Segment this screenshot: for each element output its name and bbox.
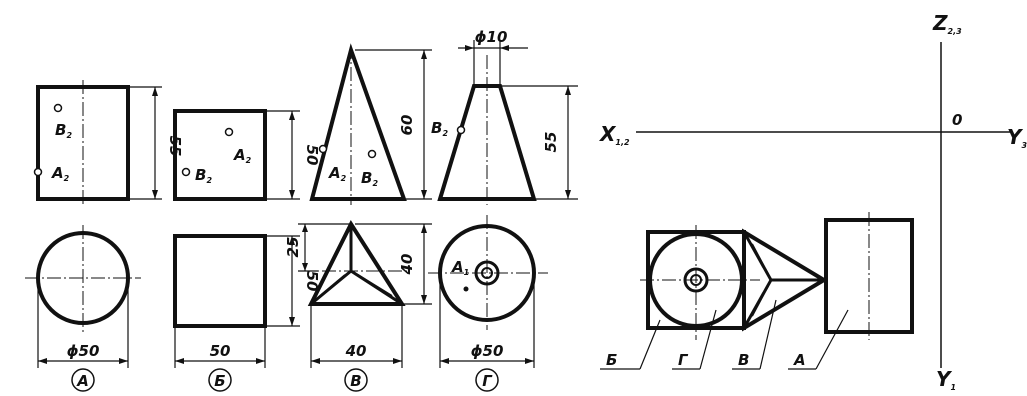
width-dimension-label: 40 bbox=[345, 342, 367, 360]
point-a2-marker bbox=[318, 144, 328, 154]
view-b-cube: А2 В2 50 50 50 Б bbox=[173, 109, 321, 392]
view-g-frustum: ϕ10 В2 55 А1 ϕ50 Г bbox=[428, 28, 578, 392]
point-a2-label: А2 bbox=[51, 164, 70, 183]
point-b2-label: В2 bbox=[55, 121, 72, 140]
point-b2-label: В2 bbox=[361, 169, 378, 188]
pyramid-top-view bbox=[307, 219, 406, 306]
projection-axes: X1,2 Y3 Z2,3 Y1 0 bbox=[598, 11, 1027, 392]
top-dimension-label: 40 bbox=[398, 254, 416, 276]
frustum-front-view bbox=[437, 84, 537, 201]
view-v-pyramid: А2 В2 60 25 40 40 В bbox=[284, 43, 432, 392]
diameter-dimension-label: ϕ50 bbox=[67, 342, 100, 360]
point-b2-label: В2 bbox=[431, 119, 448, 138]
height-dimension-label: 50 bbox=[303, 145, 321, 166]
point-a2-marker bbox=[224, 127, 234, 137]
height-dimension-label: 60 bbox=[398, 115, 416, 136]
top-small-dimension-label: 25 bbox=[284, 237, 302, 258]
point-a1-marker bbox=[463, 286, 469, 292]
assembly-top-view: Б Г В А bbox=[600, 212, 914, 370]
side-dimension-label: 50 bbox=[303, 271, 321, 292]
point-b2-marker bbox=[456, 125, 466, 135]
origin-label: 0 bbox=[952, 111, 962, 129]
point-a2-label: А2 bbox=[328, 164, 347, 183]
view-b-letter: Б bbox=[214, 372, 225, 390]
top-diameter-dimension-label: ϕ10 bbox=[475, 28, 508, 46]
height-dimension-label: 55 bbox=[542, 132, 560, 153]
y3-axis-label: Y3 bbox=[1007, 125, 1027, 150]
point-b2-label: В2 bbox=[195, 166, 212, 185]
z23-axis-label: Z2,3 bbox=[932, 11, 962, 36]
point-a2-marker bbox=[33, 167, 43, 177]
cube-front-view bbox=[173, 109, 267, 201]
x12-axis-label: X1,2 bbox=[598, 122, 630, 147]
view-a-letter: А bbox=[76, 372, 89, 390]
point-a2-label: А2 bbox=[233, 146, 252, 165]
view-g-letter: Г bbox=[482, 372, 493, 390]
point-b2-marker bbox=[53, 103, 63, 113]
leader-label-v: В bbox=[738, 351, 749, 369]
assembly-pyramid bbox=[742, 228, 828, 332]
view-v-letter: В bbox=[350, 372, 361, 390]
view-g-badge bbox=[475, 368, 499, 392]
view-v-badge bbox=[344, 368, 368, 392]
view-a-cylinder: В2 А2 55 ϕ50 А bbox=[25, 80, 184, 392]
y1-axis-label: Y1 bbox=[936, 367, 956, 392]
point-a1-label: А1 bbox=[451, 258, 469, 277]
point-b2-marker bbox=[367, 149, 377, 159]
diameter-dimension-label: ϕ50 bbox=[471, 342, 504, 360]
leader-label-g: Г bbox=[678, 351, 689, 369]
view-b-badge bbox=[208, 368, 232, 392]
width-dimension-label: 50 bbox=[210, 342, 231, 360]
pyramid-front-view bbox=[309, 43, 407, 201]
cube-top-view bbox=[173, 234, 267, 328]
view-a-badge bbox=[71, 368, 95, 392]
leader-label-b: Б bbox=[606, 351, 617, 369]
point-b2-marker bbox=[181, 167, 191, 177]
leader-label-a: А bbox=[793, 351, 806, 369]
